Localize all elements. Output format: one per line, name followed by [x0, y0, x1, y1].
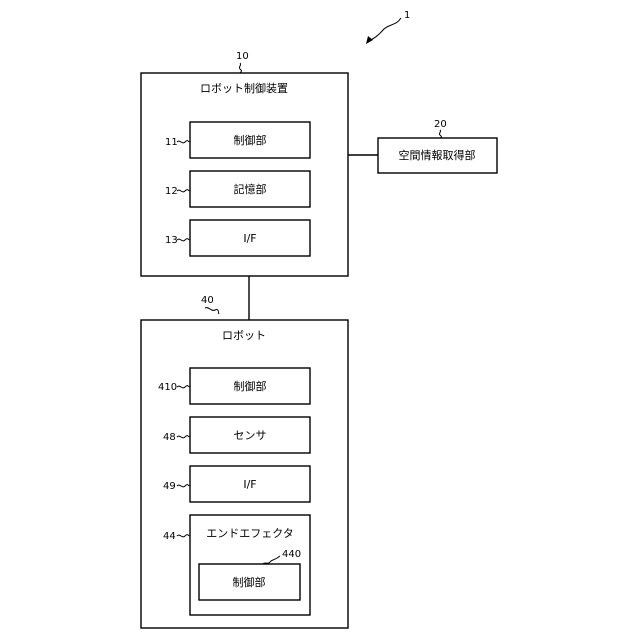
- controller-unit-label: 制御部: [234, 133, 267, 147]
- controller-block: 10 ロボット制御装置 11 制御部 12 記憶部 13 I/F: [141, 51, 348, 276]
- figure-ref-arrow-line: [368, 18, 401, 42]
- figure-ref-number: 1: [404, 10, 410, 21]
- controller-unit-ref: 12: [165, 186, 178, 197]
- robot-unit-ref: 49: [163, 481, 176, 492]
- robot-ref: 40: [201, 295, 214, 306]
- space-info-block: 20 空間情報取得部: [378, 119, 497, 173]
- robot-unit-label: センサ: [234, 429, 267, 442]
- robot-title: ロボット: [222, 329, 266, 342]
- robot-unit-label: I/F: [243, 478, 256, 491]
- controller-ref: 10: [236, 51, 249, 62]
- space-info-ref: 20: [434, 119, 447, 130]
- controller-unit-label: 記憶部: [234, 182, 267, 196]
- space-info-label: 空間情報取得部: [399, 148, 476, 162]
- robot-ref-leader: [205, 308, 219, 314]
- controller-title: ロボット制御装置: [200, 81, 288, 95]
- figure-ref: 1: [366, 10, 410, 44]
- controller-unit-ref: 13: [165, 235, 178, 246]
- end-effector-unit-ref: 440: [282, 549, 301, 560]
- robot-block: 40 ロボット 410 制御部 48 センサ 49 I/F 44 エンドエフ: [141, 295, 348, 628]
- figure-ref-arrow-head: [366, 36, 373, 44]
- end-effector-unit-label: 制御部: [233, 575, 266, 589]
- controller-ref-leader: [239, 63, 241, 73]
- robot-unit-ref: 48: [163, 432, 176, 443]
- controller-unit-label: I/F: [243, 232, 256, 245]
- space-info-ref-leader: [439, 130, 441, 138]
- end-effector-ref: 44: [163, 531, 176, 542]
- robot-unit-label: 制御部: [234, 379, 267, 393]
- controller-unit-ref: 11: [165, 137, 178, 148]
- end-effector-title: エンドエフェクタ: [206, 527, 294, 540]
- robot-unit-ref: 410: [158, 382, 177, 393]
